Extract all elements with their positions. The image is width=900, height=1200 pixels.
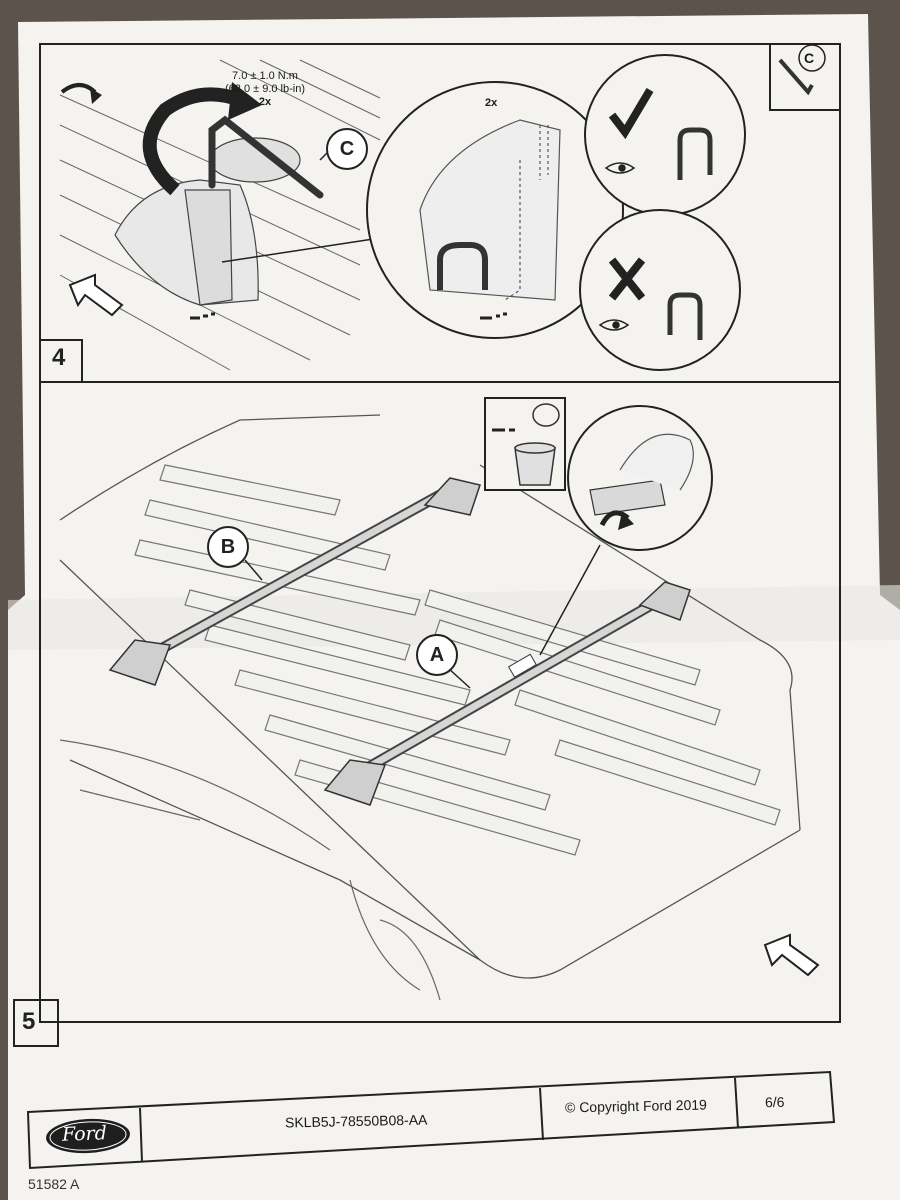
sticker-detail-circle (567, 405, 713, 551)
step5-number: 5 (22, 1008, 36, 1035)
detail-drawing (419, 119, 561, 301)
callout-b: B (207, 526, 249, 568)
foot-bracket (114, 137, 301, 306)
vehicle-body-lines (59, 739, 441, 1001)
roof-outline (59, 414, 801, 979)
slide-arrow (190, 312, 215, 320)
crossbar-a (323, 581, 691, 806)
eye-icon (604, 162, 636, 174)
label-sticker (507, 653, 537, 678)
tool-box (769, 43, 841, 111)
callout-c: C (326, 128, 368, 170)
hook-detail (437, 242, 488, 290)
correct-circle (584, 54, 746, 216)
rotate-arrow-head (228, 82, 262, 120)
trash-can-icon (514, 403, 560, 486)
wrench-icon (778, 58, 814, 96)
leader-line (244, 559, 263, 581)
eye-icon (598, 319, 630, 331)
cross-mark-icon (608, 257, 646, 301)
part-number: SKLB5J-78550B08-AA (284, 1111, 428, 1131)
direction-arrow-icon (68, 273, 124, 317)
hex-key (208, 115, 324, 199)
form-code: 51582 A (28, 1176, 80, 1192)
leader-line (447, 667, 471, 689)
check-mark-icon (608, 87, 654, 140)
direction-arrow-icon (763, 933, 820, 977)
step5-number-box (13, 999, 59, 1047)
bar-foot (323, 759, 387, 806)
step4-number: 4 (52, 344, 66, 371)
bar-foot (108, 639, 172, 686)
ford-logo (46, 1118, 130, 1154)
crossbar-b (108, 477, 481, 686)
leader-line (221, 237, 381, 263)
step5-frame (39, 381, 841, 1023)
rotate-arrow-icon (142, 87, 243, 196)
copyright: © Copyright Ford 2019 (564, 1096, 707, 1116)
bar-foot (423, 477, 481, 516)
torque-spec: 7.0 ± 1.0 N.m (62.0 ± 9.0 lb-in) 2x (190, 70, 340, 109)
footer-table (26, 1070, 836, 1170)
incorrect-circle (579, 209, 741, 371)
torque-count: 2x (258, 96, 272, 108)
detail-count: 2x (485, 97, 498, 109)
leader-line (539, 544, 601, 656)
callout-a: A (416, 634, 458, 676)
hand-drawing (619, 433, 694, 491)
page-number: 6/6 (764, 1093, 785, 1111)
torque-nm: 7.0 ± 1.0 N.m (232, 70, 298, 82)
slide-arrow (480, 312, 507, 320)
torque-lbin: (62.0 ± 9.0 lb-in) (224, 83, 306, 95)
bar-foot (638, 581, 691, 621)
ford-logo-text: Ford (61, 1122, 108, 1146)
tool-label: C (804, 50, 815, 66)
